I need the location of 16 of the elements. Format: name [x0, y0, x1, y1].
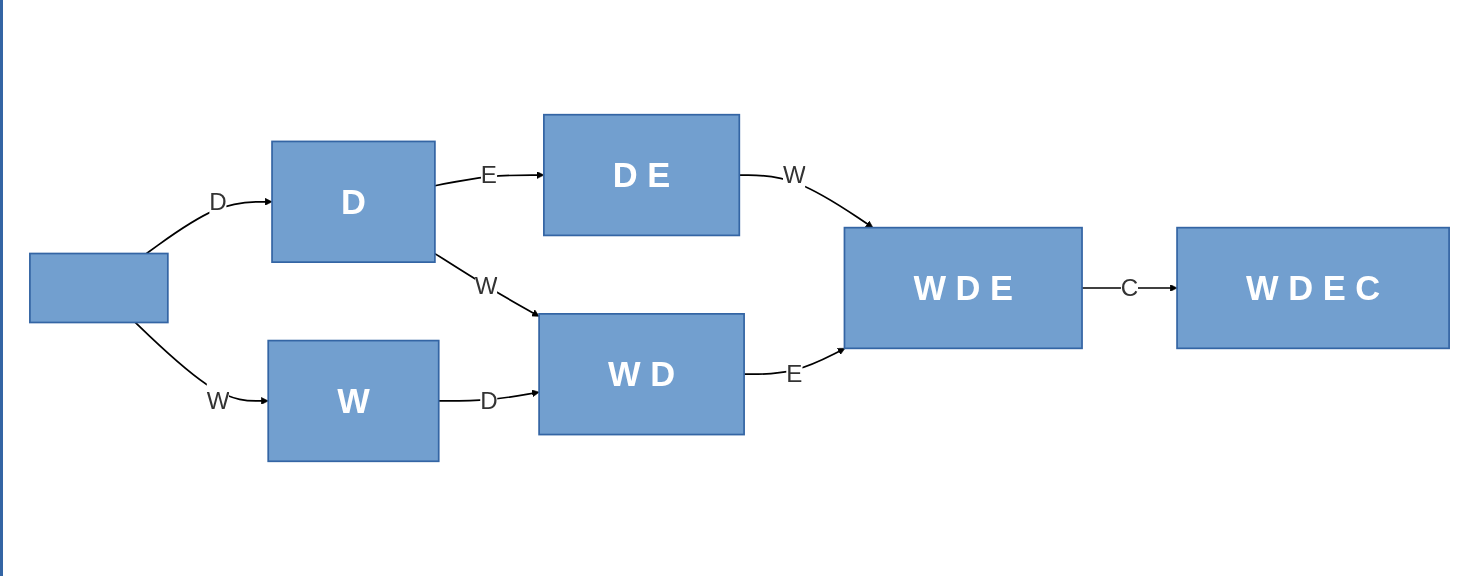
node-box: W D E C [1176, 226, 1450, 350]
node-box: D E [543, 113, 741, 237]
node-box: D [271, 140, 436, 263]
node-box: W D [538, 313, 745, 436]
edge-label: D [209, 187, 227, 215]
edge-label: W [206, 387, 230, 414]
node-box: W [267, 339, 440, 463]
arrow [434, 252, 540, 317]
node-box [29, 252, 169, 324]
edge-label: E [786, 360, 803, 388]
node-box: W D E [843, 226, 1083, 350]
edge-label: E [480, 161, 497, 188]
edge-label: D [480, 387, 498, 414]
edge-label: C [1120, 274, 1139, 301]
edge-label: W [782, 161, 806, 188]
edge-label: W [474, 272, 498, 300]
